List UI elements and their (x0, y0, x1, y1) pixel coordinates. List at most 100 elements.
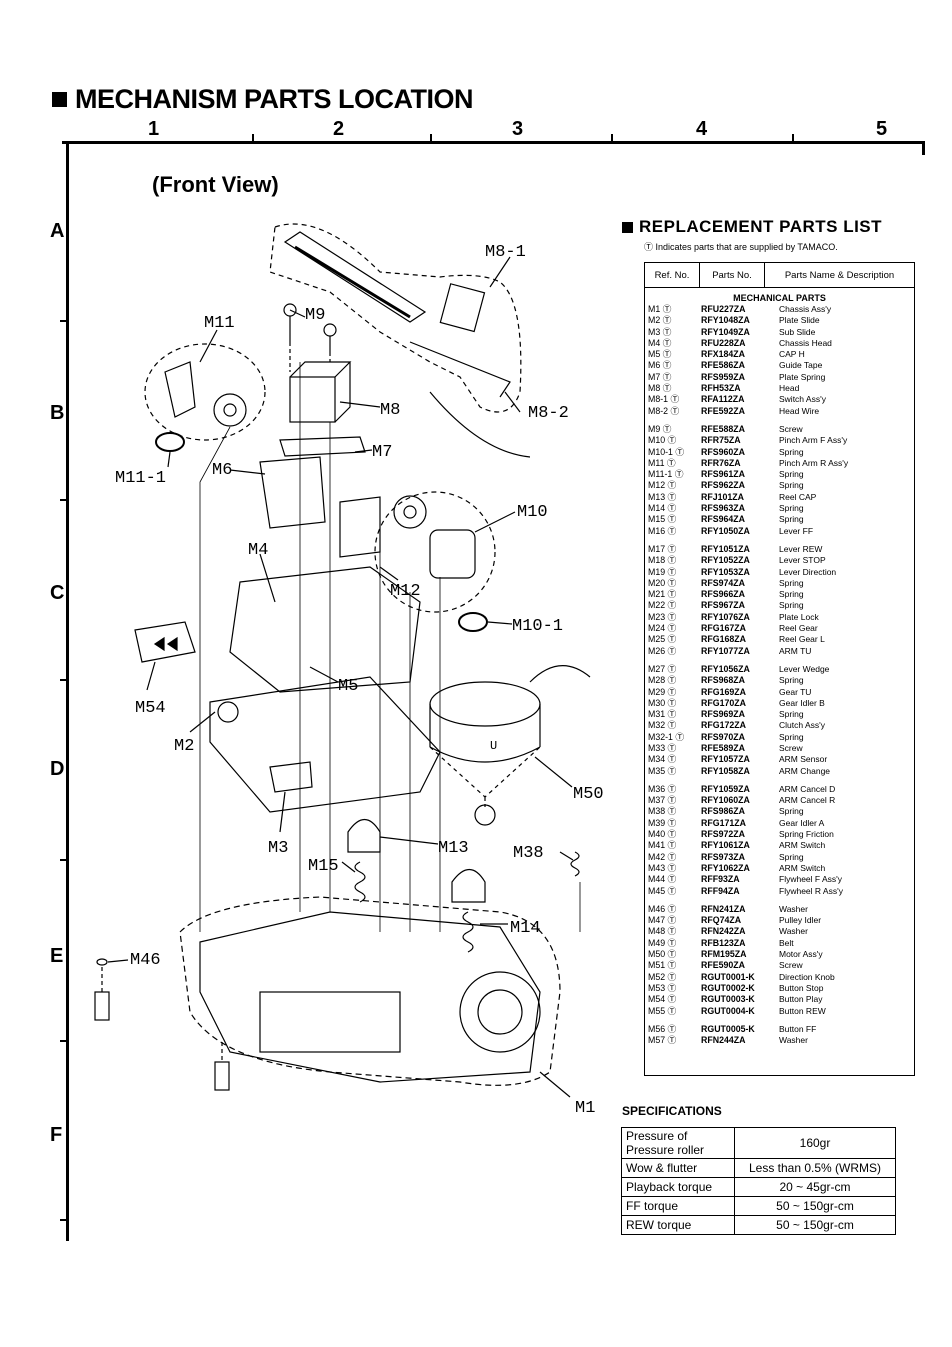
grid-tick (611, 134, 613, 142)
grid-row-e: E (50, 945, 64, 967)
part-number: RFS962ZA (701, 480, 745, 491)
dashed-outline (144, 343, 266, 441)
part-ref-no: M39 Ⓣ (648, 817, 677, 828)
part-ref-no: M16 Ⓣ (648, 525, 677, 536)
part-number: RFE589ZA (701, 742, 745, 753)
spring-coil (462, 911, 474, 953)
table-row: M56 Ⓣ RGUT0005-K Button FF (645, 1024, 914, 1035)
spec-value: 20 ~ 45gr-cm (734, 1177, 896, 1197)
callout-m11: M11 (204, 314, 235, 333)
part-description: ARM Cancel D (779, 783, 836, 794)
part-number: RFY1053ZA (701, 566, 750, 577)
part-number: RFX184ZA (701, 349, 745, 360)
part-ref-no: M13 Ⓣ (648, 491, 677, 502)
part-ref-no: M56 Ⓣ (648, 1023, 677, 1034)
part-ref-no: M14 Ⓣ (648, 503, 677, 514)
part-number: RFG170ZA (701, 697, 746, 708)
part-number: RFS960ZA (701, 446, 745, 457)
callout-m7: M7 (372, 443, 392, 462)
part-description: Button FF (779, 1023, 817, 1034)
reel-cap (451, 868, 486, 903)
spec-label: FF torque (621, 1196, 735, 1216)
part-number: RFY1050ZA (701, 525, 750, 536)
part-description: Spring (779, 731, 804, 742)
part-description: Washer (779, 1035, 808, 1046)
part-description: Spring (779, 600, 804, 611)
part-number: RFR76ZA (701, 457, 741, 468)
part-ref-no: M22 Ⓣ (648, 600, 677, 611)
part-number: RFS969ZA (701, 709, 745, 720)
part-number: RGUT0005-K (701, 1023, 755, 1034)
part-description: Screw (779, 423, 803, 434)
motor-wire (529, 665, 591, 683)
part-number: RFN244ZA (701, 1035, 746, 1046)
callout-m2: M2 (174, 737, 194, 756)
part-ref-no: M34 Ⓣ (648, 754, 677, 765)
square-bullet-icon (622, 221, 633, 233)
grid-tick (60, 1219, 68, 1221)
grid-tick (60, 320, 68, 322)
roller-hub (223, 403, 237, 417)
leader-line (379, 836, 439, 845)
part-number: RFY1048ZA (701, 315, 750, 326)
header-ref-no: Ref. No. (645, 263, 700, 287)
grid-row-c: C (50, 582, 65, 604)
part-description: Flywheel R Ass'y (779, 885, 843, 896)
callout-m15: M15 (308, 857, 339, 876)
reel-cap (347, 818, 381, 853)
part-ref-no: M15 Ⓣ (648, 514, 677, 525)
grid-tick (60, 499, 68, 501)
part-number: RFY1077ZA (701, 645, 750, 656)
part-description: Spring (779, 480, 804, 491)
part-ref-no: M20 Ⓣ (648, 577, 677, 588)
specifications-table: Pressure of Pressure roller 160gr Wow & … (621, 1127, 896, 1235)
part-ref-no: M4 Ⓣ (648, 337, 672, 348)
part-ref-no: M43 Ⓣ (648, 862, 677, 873)
chassis-bracket (339, 496, 381, 558)
part-description: ARM Change (779, 765, 831, 776)
part-number: RFY1059ZA (701, 783, 750, 794)
grid-tick (60, 859, 68, 861)
callout-m8-1: M8-1 (485, 243, 526, 262)
spec-label: Pressure of Pressure roller (621, 1127, 735, 1159)
part-ref-no: M32 Ⓣ (648, 720, 677, 731)
callout-m4: M4 (248, 541, 268, 560)
part-ref-no: M11 Ⓣ (648, 457, 676, 468)
part-description: Spring (779, 446, 804, 457)
part-description: ARM Sensor (779, 754, 828, 765)
part-number: RFY1058ZA (701, 765, 750, 776)
part-ref-no: M30 Ⓣ (648, 697, 677, 708)
part-description: Reel Gear L (779, 634, 825, 645)
part-description: Gear Idler A (779, 817, 825, 828)
leader-line (354, 449, 373, 453)
spec-row: Playback torque 20 ~ 45gr-cm (621, 1177, 896, 1197)
part-number: RFF94ZA (701, 885, 740, 896)
motor-body (429, 704, 541, 747)
part-description: Head (779, 383, 800, 394)
part-number: RGUT0001-K (701, 971, 755, 982)
part-ref-no: M47 Ⓣ (648, 915, 677, 926)
roller (213, 393, 247, 427)
grid-tick (252, 134, 254, 142)
callout-m13: M13 (438, 839, 469, 858)
part-ref-no: M38 Ⓣ (648, 806, 677, 817)
part-description: Button REW (779, 1005, 826, 1016)
part-number: RFS972ZA (701, 829, 745, 840)
